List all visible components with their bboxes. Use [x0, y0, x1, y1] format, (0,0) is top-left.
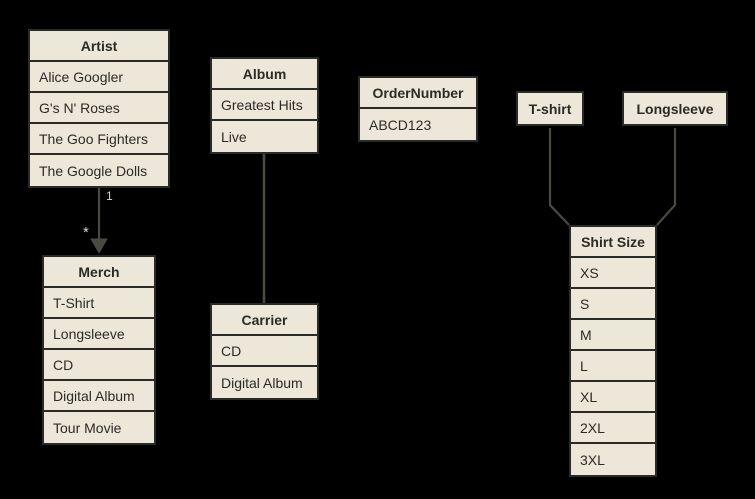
- entity-tshirt-header: T-shirt: [518, 93, 582, 124]
- entity-carrier-row[interactable]: Digital Album: [212, 367, 317, 398]
- multiplicity-label-one: 1: [106, 189, 113, 203]
- entity-shirt-size-row[interactable]: 3XL: [571, 444, 655, 475]
- entity-shirt-size-row[interactable]: M: [571, 320, 655, 351]
- entity-shirt-size-row[interactable]: 2XL: [571, 413, 655, 444]
- entity-tshirt[interactable]: T-shirt: [516, 91, 584, 126]
- entity-carrier-row[interactable]: CD: [212, 336, 317, 367]
- entity-longsleeve-header: Longsleeve: [624, 93, 726, 124]
- entity-artist-row[interactable]: The Google Dolls: [30, 155, 168, 186]
- entity-shirt-size[interactable]: Shirt Size XS S M L XL 2XL 3XL: [569, 225, 657, 477]
- entity-merch-header: Merch: [44, 257, 154, 288]
- entity-artist-header: Artist: [30, 31, 168, 62]
- entity-shirt-size-row[interactable]: XS: [571, 258, 655, 289]
- multiplicity-label-many: *: [83, 224, 89, 241]
- entity-merch-row[interactable]: Digital Album: [44, 381, 154, 412]
- entity-ordernumber-header: OrderNumber: [360, 78, 476, 109]
- entity-carrier[interactable]: Carrier CD Digital Album: [210, 303, 319, 400]
- connector-tshirt-to-shirtsize: [548, 128, 570, 226]
- connector-longsleeve-to-shirtsize: [656, 128, 677, 226]
- entity-album-row[interactable]: Greatest Hits: [212, 90, 317, 121]
- entity-album[interactable]: Album Greatest Hits Live: [210, 57, 319, 154]
- entity-ordernumber-row[interactable]: ABCD123: [360, 109, 476, 140]
- entity-ordernumber[interactable]: OrderNumber ABCD123: [358, 76, 478, 142]
- entity-carrier-header: Carrier: [212, 305, 317, 336]
- entity-merch-row[interactable]: CD: [44, 350, 154, 381]
- entity-merch-row[interactable]: T-Shirt: [44, 288, 154, 319]
- entity-artist-row[interactable]: Alice Googler: [30, 62, 168, 93]
- entity-longsleeve[interactable]: Longsleeve: [622, 91, 728, 126]
- entity-album-row[interactable]: Live: [212, 121, 317, 152]
- entity-album-header: Album: [212, 59, 317, 90]
- entity-artist-row[interactable]: G's N' Roses: [30, 93, 168, 124]
- entity-shirt-size-row[interactable]: S: [571, 289, 655, 320]
- entity-artist-row[interactable]: The Goo Fighters: [30, 124, 168, 155]
- entity-merch[interactable]: Merch T-Shirt Longsleeve CD Digital Albu…: [42, 255, 156, 445]
- entity-artist[interactable]: Artist Alice Googler G's N' Roses The Go…: [28, 29, 170, 188]
- entity-merch-row[interactable]: Longsleeve: [44, 319, 154, 350]
- entity-shirt-size-row[interactable]: XL: [571, 382, 655, 413]
- entity-merch-row[interactable]: Tour Movie: [44, 412, 154, 443]
- entity-shirt-size-row[interactable]: L: [571, 351, 655, 382]
- entity-shirt-size-header: Shirt Size: [571, 227, 655, 258]
